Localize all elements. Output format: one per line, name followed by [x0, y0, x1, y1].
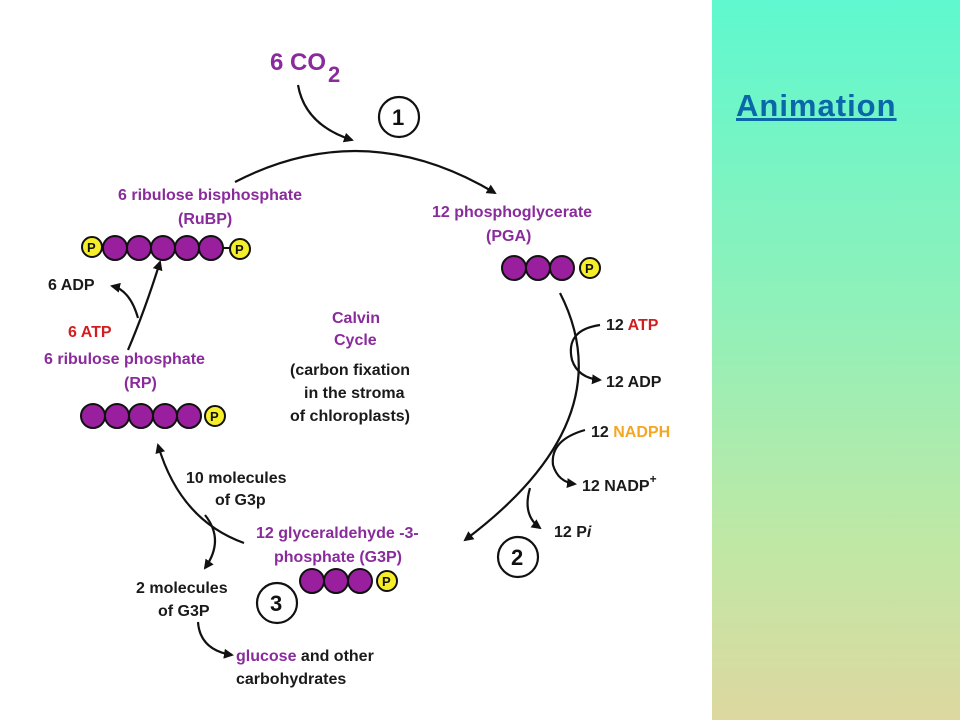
nadp-12-label: 12 NADP+	[582, 472, 657, 495]
svg-text:2: 2	[511, 545, 523, 570]
two-g3p-label-line1: 2 molecules	[136, 580, 228, 597]
svg-text:P: P	[87, 240, 96, 255]
ten-g3p-label-line2: of G3p	[215, 492, 266, 509]
g3p-label-line1: 12 glyceraldehyde -3-	[256, 525, 419, 542]
pi-side-arrow	[526, 487, 542, 530]
rubp-label-line2: (RuBP)	[178, 211, 232, 228]
cycle-arc-left	[155, 443, 245, 545]
rp-label-line2: (RP)	[124, 375, 157, 392]
svg-text:P: P	[210, 409, 219, 424]
step-1-marker: 1	[377, 95, 421, 139]
svg-text:P: P	[382, 574, 391, 589]
two-g3p-label-line2: of G3P	[158, 603, 210, 620]
pga-label-line2: (PGA)	[486, 228, 531, 245]
cycle-arc-top	[234, 149, 497, 195]
g3p-label-line2: phosphate (G3P)	[274, 549, 402, 566]
co2-subscript: 2	[328, 62, 340, 87]
rubp-label-line1: 6 ribulose bisphosphate	[118, 187, 302, 204]
nadph-12-label: 12 NADPH	[591, 424, 670, 441]
rp-molecule: P	[80, 403, 226, 429]
adp-12-label: 12 ADP	[606, 374, 662, 391]
ten-g3p-label-line1: 10 molecules	[186, 470, 287, 487]
calvin-cycle-desc-line3: of chloroplasts)	[290, 408, 410, 425]
calvin-cycle-diagram: 6 CO 2 1 2	[44, 49, 670, 688]
pi-12-label: 12 Pi	[554, 524, 592, 541]
rubp-molecule: P P	[81, 235, 251, 261]
g3p-export-arrow	[203, 514, 217, 570]
svg-text:1: 1	[392, 105, 404, 130]
carbohydrates-label: carbohydrates	[236, 671, 346, 688]
g3p-molecule: P	[299, 568, 398, 594]
glucose-arrow	[196, 621, 234, 659]
step-2-marker: 2	[496, 535, 540, 579]
co2-entry-arrow	[296, 84, 354, 143]
calvin-cycle-title-line1: Calvin	[332, 310, 380, 327]
co2-label: 6 CO	[270, 49, 326, 76]
svg-text:3: 3	[270, 591, 282, 616]
pga-molecule: P	[501, 255, 601, 281]
calvin-cycle-desc-line2: in the stroma	[304, 385, 405, 402]
glucose-label: glucose and other	[236, 648, 374, 665]
atp-adp-side-arrow	[569, 323, 602, 385]
nadph-nadp-side-arrow	[551, 428, 586, 489]
animation-link[interactable]: Animation	[736, 88, 897, 123]
svg-text:P: P	[585, 261, 594, 276]
adp-6-label: 6 ADP	[48, 277, 95, 294]
pga-label-line1: 12 phosphoglycerate	[432, 204, 592, 221]
calvin-cycle-title-line2: Cycle	[334, 332, 377, 349]
rp-to-rubp-arrow	[126, 260, 163, 351]
cycle-arc-right	[463, 292, 580, 542]
atp-12-label: 12 ATP	[606, 317, 659, 334]
calvin-cycle-diagram-panel: 6 CO 2 1 2	[44, 49, 671, 688]
atp-to-adp-branch	[110, 282, 140, 319]
rp-label-line1: 6 ribulose phosphate	[44, 351, 205, 368]
calvin-cycle-desc-line1: (carbon fixation	[290, 362, 410, 379]
step-3-marker: 3	[255, 581, 299, 625]
svg-text:P: P	[235, 242, 244, 257]
atp-6-label: 6 ATP	[68, 324, 112, 341]
